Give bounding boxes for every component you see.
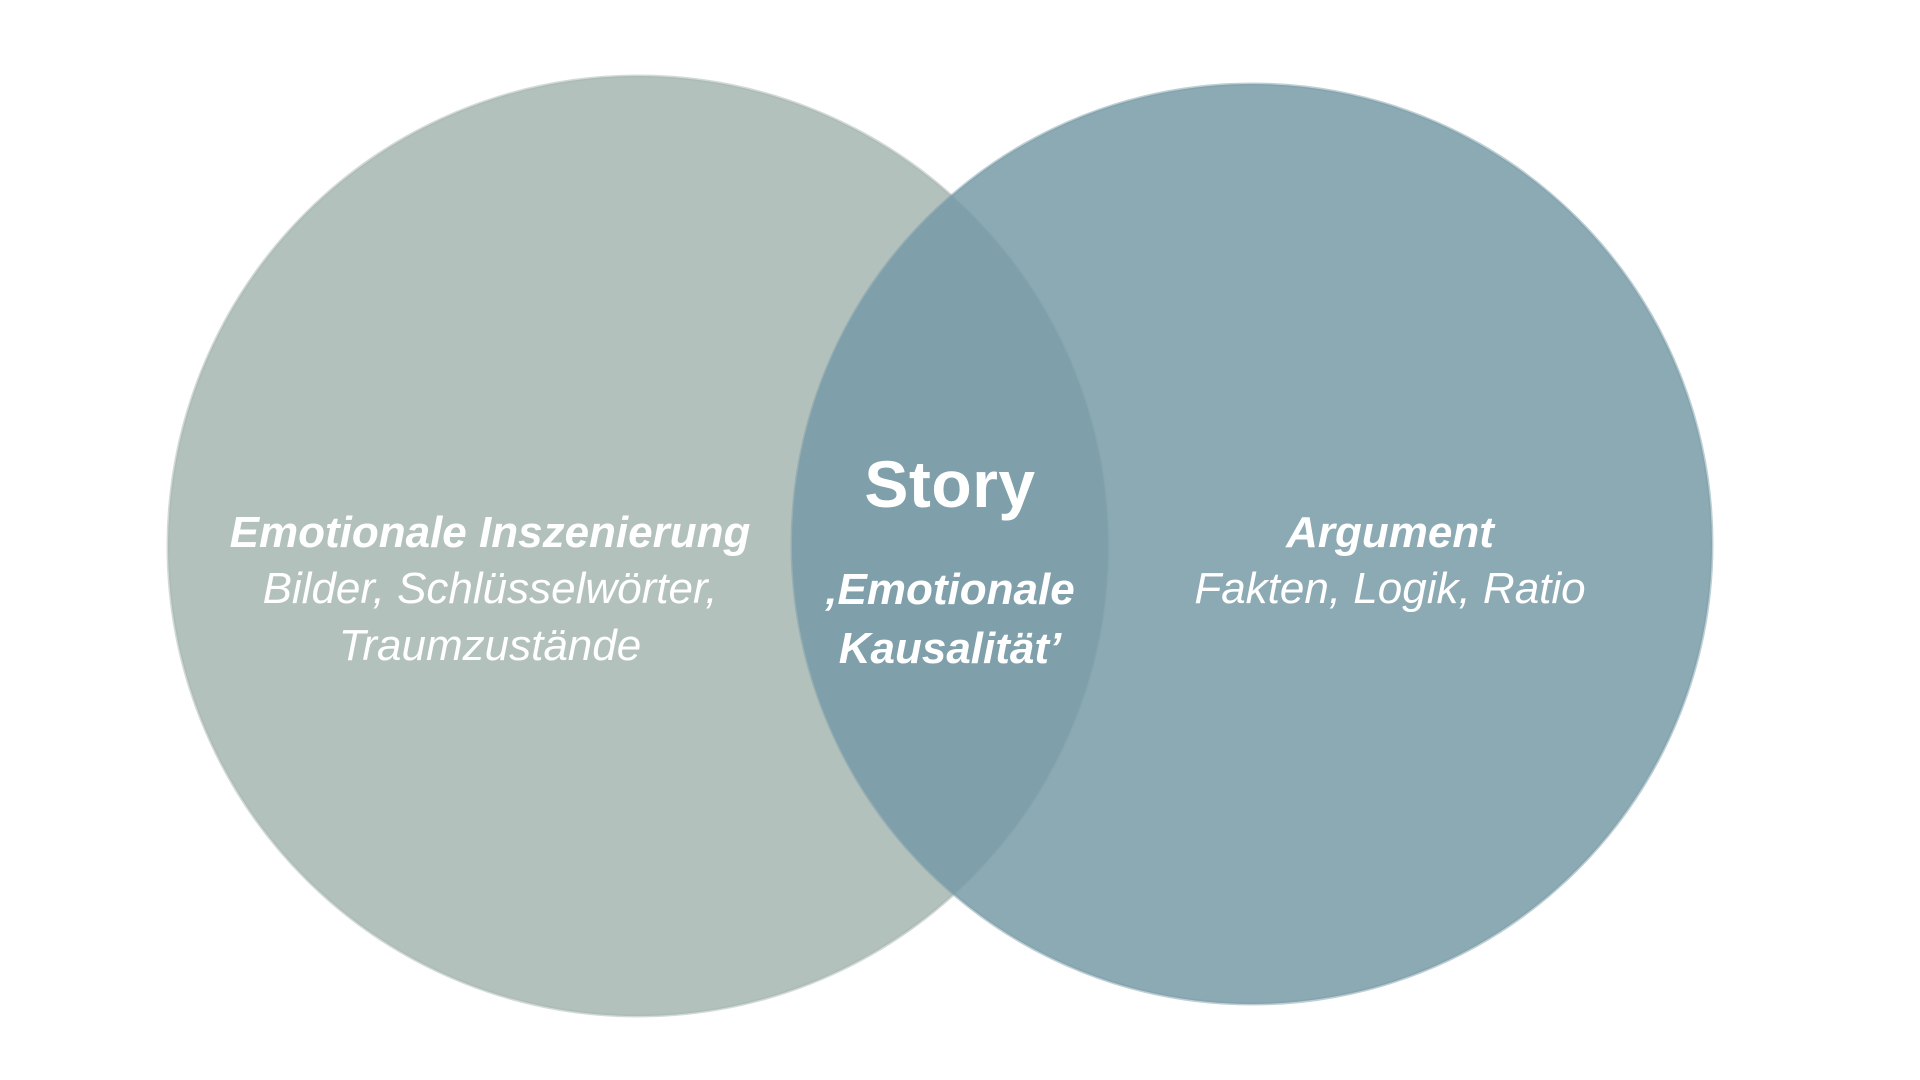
intersection-title: Story <box>864 447 1036 521</box>
intersection-label: ‚Emotionale Kausalität’ <box>790 560 1110 679</box>
left-circle-title: Emotionale Inszenierung <box>229 508 751 557</box>
right-circle-label: Argument Fakten, Logik, Ratio <box>1140 505 1640 618</box>
intersection-line-2: Kausalität’ <box>838 624 1062 674</box>
left-circle-label: Emotionale Inszenierung Bilder, Schlüsse… <box>200 505 780 674</box>
left-circle-line-1: Bilder, Schlüsselwörter, <box>262 564 718 614</box>
intersection-title-wrap: Story <box>800 442 1100 526</box>
right-circle-line-1: Fakten, Logik, Ratio <box>1194 564 1586 614</box>
right-circle-title: Argument <box>1286 508 1494 557</box>
left-circle-line-2: Traumzustände <box>338 620 642 670</box>
intersection-line-1: ‚Emotionale <box>825 565 1075 614</box>
intersection-area <box>792 84 1108 1004</box>
